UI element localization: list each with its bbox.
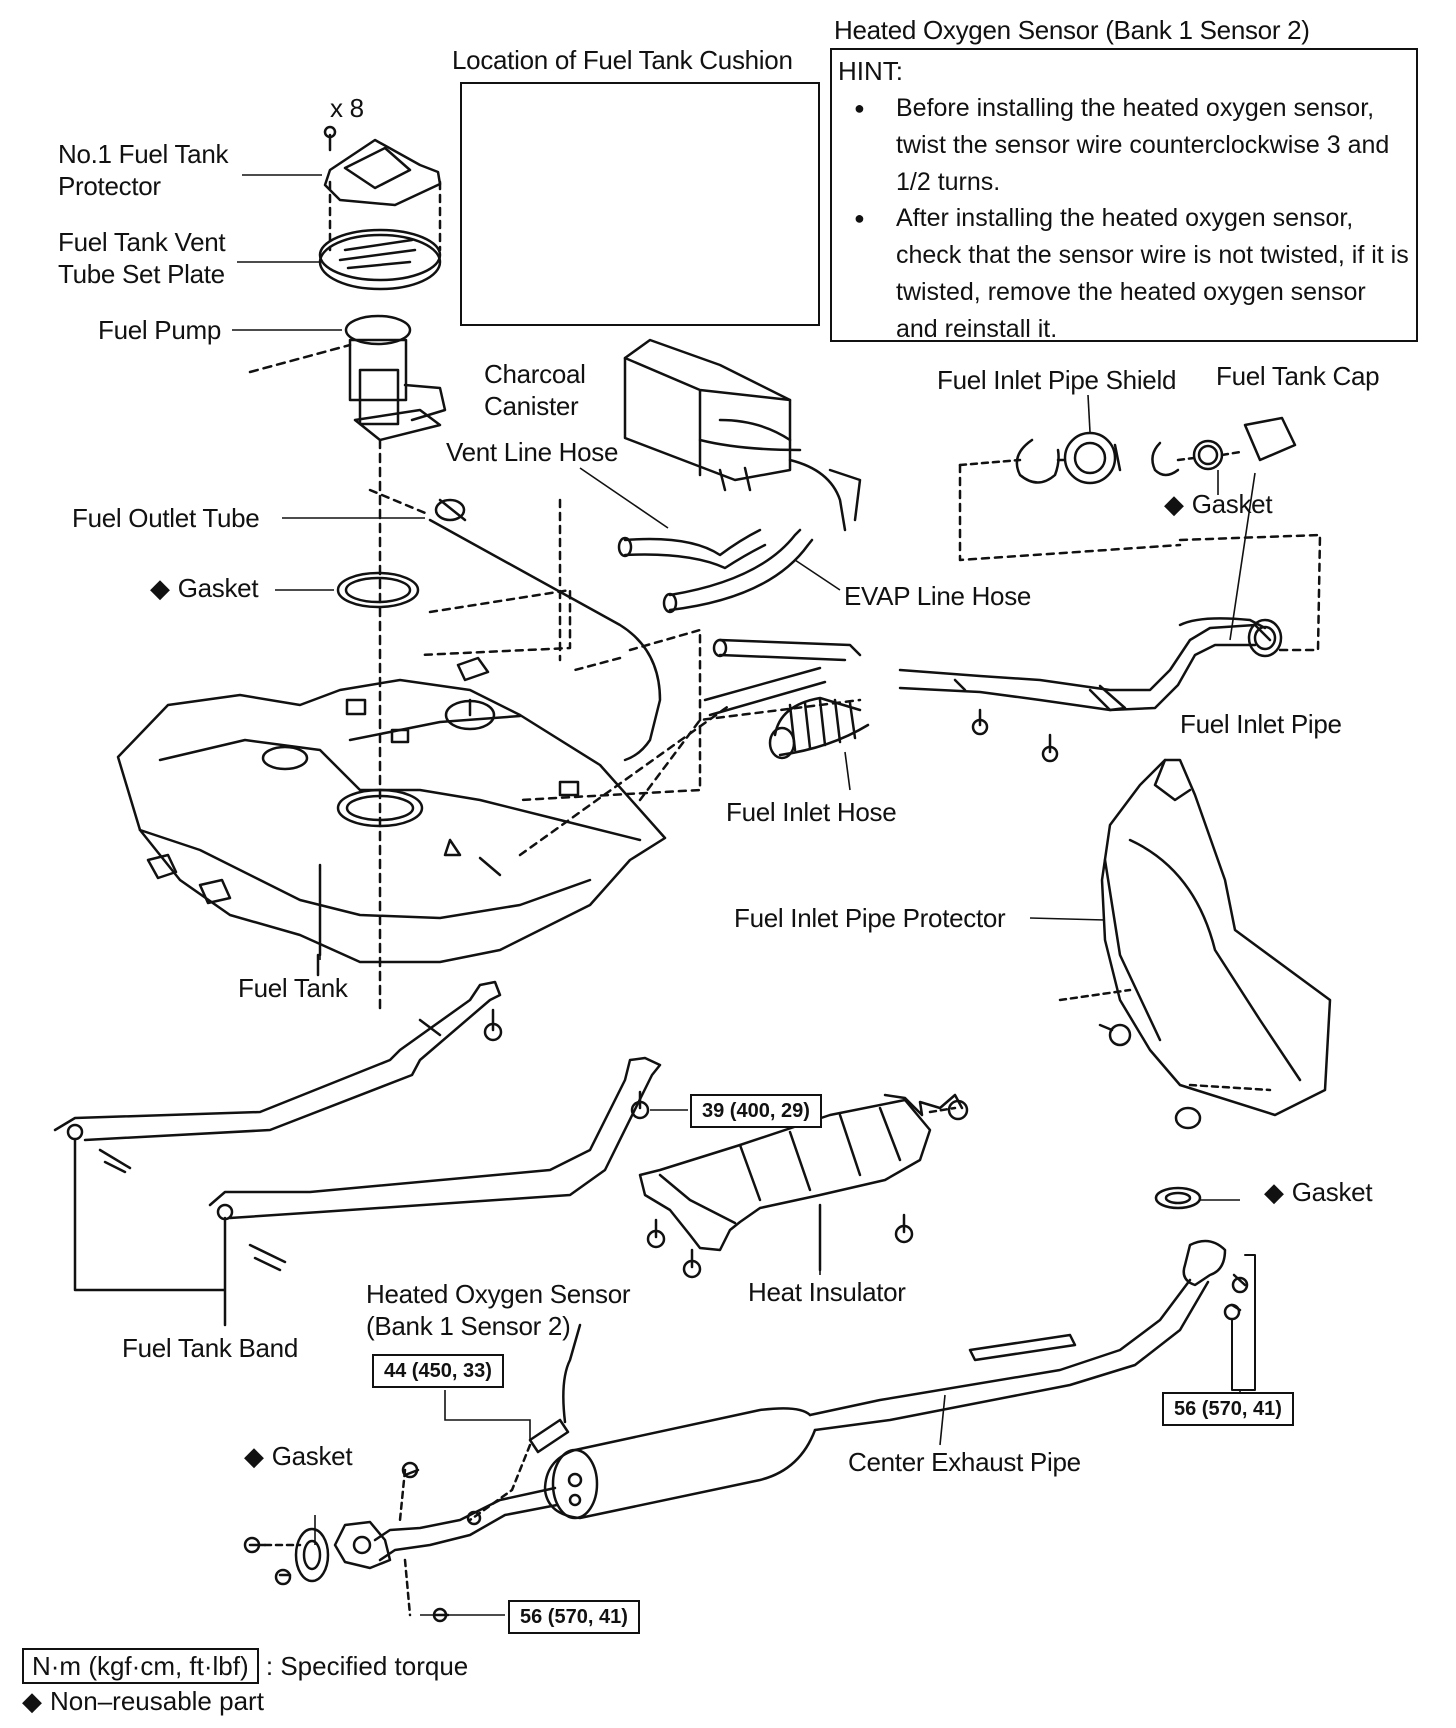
vent-line-hose-label: Vent Line Hose <box>446 437 619 467</box>
fuel-tank-cushion-box <box>460 82 820 326</box>
exhaust-gasket-rear <box>1154 1186 1202 1210</box>
inlet-pipe-shield <box>958 416 1297 485</box>
torque-exhaust-rear: 56 (570, 41) <box>1162 1392 1294 1426</box>
fuel-outlet-tube <box>368 488 662 762</box>
fuel-outlet-tube-label: Fuel Outlet Tube <box>72 503 260 533</box>
fuel-tank-body <box>116 498 862 977</box>
torque-band-bolt: 39 (400, 29) <box>690 1094 822 1128</box>
hint-box: HINT: ● Before installing the heated oxy… <box>830 48 1418 343</box>
bullet-icon: ● <box>854 208 865 228</box>
hint-item-1: ● Before installing the heated oxygen se… <box>854 90 1414 201</box>
charcoal-canister <box>623 338 862 532</box>
fuel-inlet-hose <box>703 638 870 760</box>
inlet-pipe-protector-label: Fuel Inlet Pipe Protector <box>734 903 1006 933</box>
cap-gasket-label: ◆Gasket <box>1164 489 1273 519</box>
cushion-title: Location of Fuel Tank Cushion <box>452 45 793 75</box>
nonreusable-legend: ◆Non–reusable part <box>22 1686 264 1716</box>
fuel-inlet-pipe-protector <box>1058 758 1332 1130</box>
protector-label: No.1 Fuel Tank Protector <box>58 139 229 201</box>
fuel-tank-band-label: Fuel Tank Band <box>122 1333 298 1363</box>
evap-line-hose <box>662 528 814 614</box>
heat-insulator <box>638 1093 957 1272</box>
fuel-tank-band-upper <box>53 980 502 1174</box>
nonreusable-diamond-icon: ◆ <box>244 1441 264 1471</box>
front-gasket-label: ◆Gasket <box>244 1441 353 1471</box>
fuel-inlet-hose-label: Fuel Inlet Hose <box>726 797 897 827</box>
bolt-count-label: x 8 <box>330 93 364 123</box>
bullet-icon: ● <box>854 98 865 118</box>
vent-line-hose <box>617 528 767 570</box>
nonreusable-diamond-icon: ◆ <box>150 573 170 603</box>
torque-o2-sensor: 44 (450, 33) <box>372 1354 504 1388</box>
inlet-pipe-shield-label: Fuel Inlet Pipe Shield <box>937 365 1177 395</box>
heat-insulator-label: Heat Insulator <box>748 1277 906 1307</box>
fuel-tank-band-lower <box>73 1056 662 1327</box>
vent-tube-set-plate <box>318 228 442 291</box>
torque-unit-box: N·m (kgf·cm, ft·lbf) <box>22 1648 259 1684</box>
charcoal-canister-label: Charcoal Canister <box>484 359 586 421</box>
center-exhaust-pipe-label: Center Exhaust Pipe <box>848 1447 1081 1477</box>
center-exhaust-pipe <box>243 1239 1256 1617</box>
tank-cap-label: Fuel Tank Cap <box>1216 361 1380 391</box>
vent-plate-label: Fuel Tank Vent Tube Set Plate <box>58 227 226 289</box>
fuel-pump-label: Fuel Pump <box>98 315 222 345</box>
pump-gasket <box>336 571 420 609</box>
fuel-inlet-pipe-label: Fuel Inlet Pipe <box>1180 709 1342 739</box>
torque-legend: N·m (kgf·cm, ft·lbf) : Specified torque <box>22 1648 468 1684</box>
exhaust-gasket-label: ◆Gasket <box>1264 1177 1373 1207</box>
hint-item-2: ● After installing the heated oxygen sen… <box>854 200 1414 348</box>
nonreusable-diamond-icon: ◆ <box>1264 1177 1284 1207</box>
o2-sensor-label: Heated Oxygen Sensor (Bank 1 Sensor 2) <box>366 1279 631 1341</box>
nonreusable-diamond-icon: ◆ <box>22 1686 42 1716</box>
torque-exhaust-front: 56 (570, 41) <box>508 1600 640 1634</box>
fuel-pump <box>248 314 447 1012</box>
no1-fuel-tank-protector <box>323 125 442 252</box>
pump-gasket-label: ◆Gasket <box>150 573 259 603</box>
heated-o2-sensor-header: Heated Oxygen Sensor (Bank 1 Sensor 2) <box>834 15 1310 45</box>
evap-line-hose-label: EVAP Line Hose <box>844 581 1032 611</box>
fuel-tank-label: Fuel Tank <box>238 973 348 1003</box>
nonreusable-diamond-icon: ◆ <box>1164 489 1184 519</box>
hint-title: HINT: <box>838 56 903 86</box>
torque-legend-text: : Specified torque <box>265 1651 469 1681</box>
bolts <box>401 708 1059 1623</box>
legend: N·m (kgf·cm, ft·lbf) : Specified torque … <box>22 1648 468 1717</box>
